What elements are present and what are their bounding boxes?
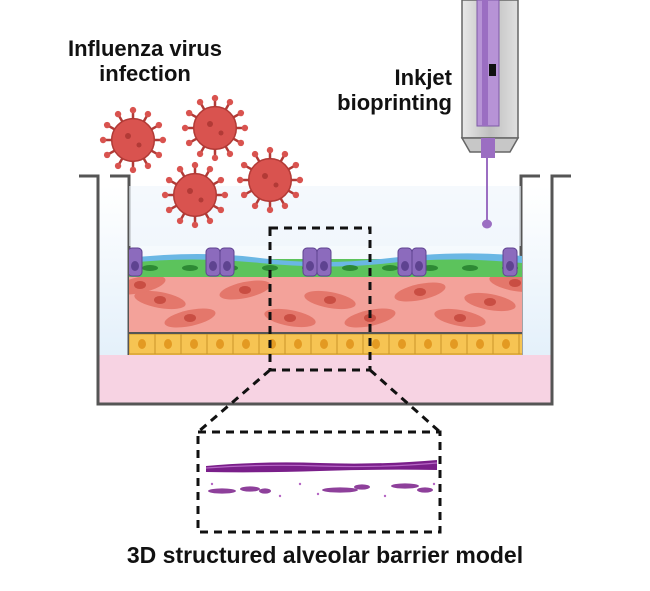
printhead-icon: [460, 0, 520, 229]
virus-icon: [161, 161, 229, 229]
ink-droplet-icon: [482, 219, 492, 229]
zoom-box: [196, 226, 442, 534]
endothelial-cells: [129, 333, 522, 355]
histology-section-image: [205, 460, 438, 498]
virus-group: [99, 94, 304, 229]
figure-caption: 3D structured alveolar barrier model: [126, 542, 524, 568]
virus-icon: [181, 94, 249, 162]
culture-medium: [98, 355, 552, 404]
alveolar-type2-cells: [129, 247, 518, 277]
virus-icon: [99, 106, 167, 174]
virus-icon: [236, 146, 304, 214]
alveolar-tissue: [129, 247, 522, 355]
